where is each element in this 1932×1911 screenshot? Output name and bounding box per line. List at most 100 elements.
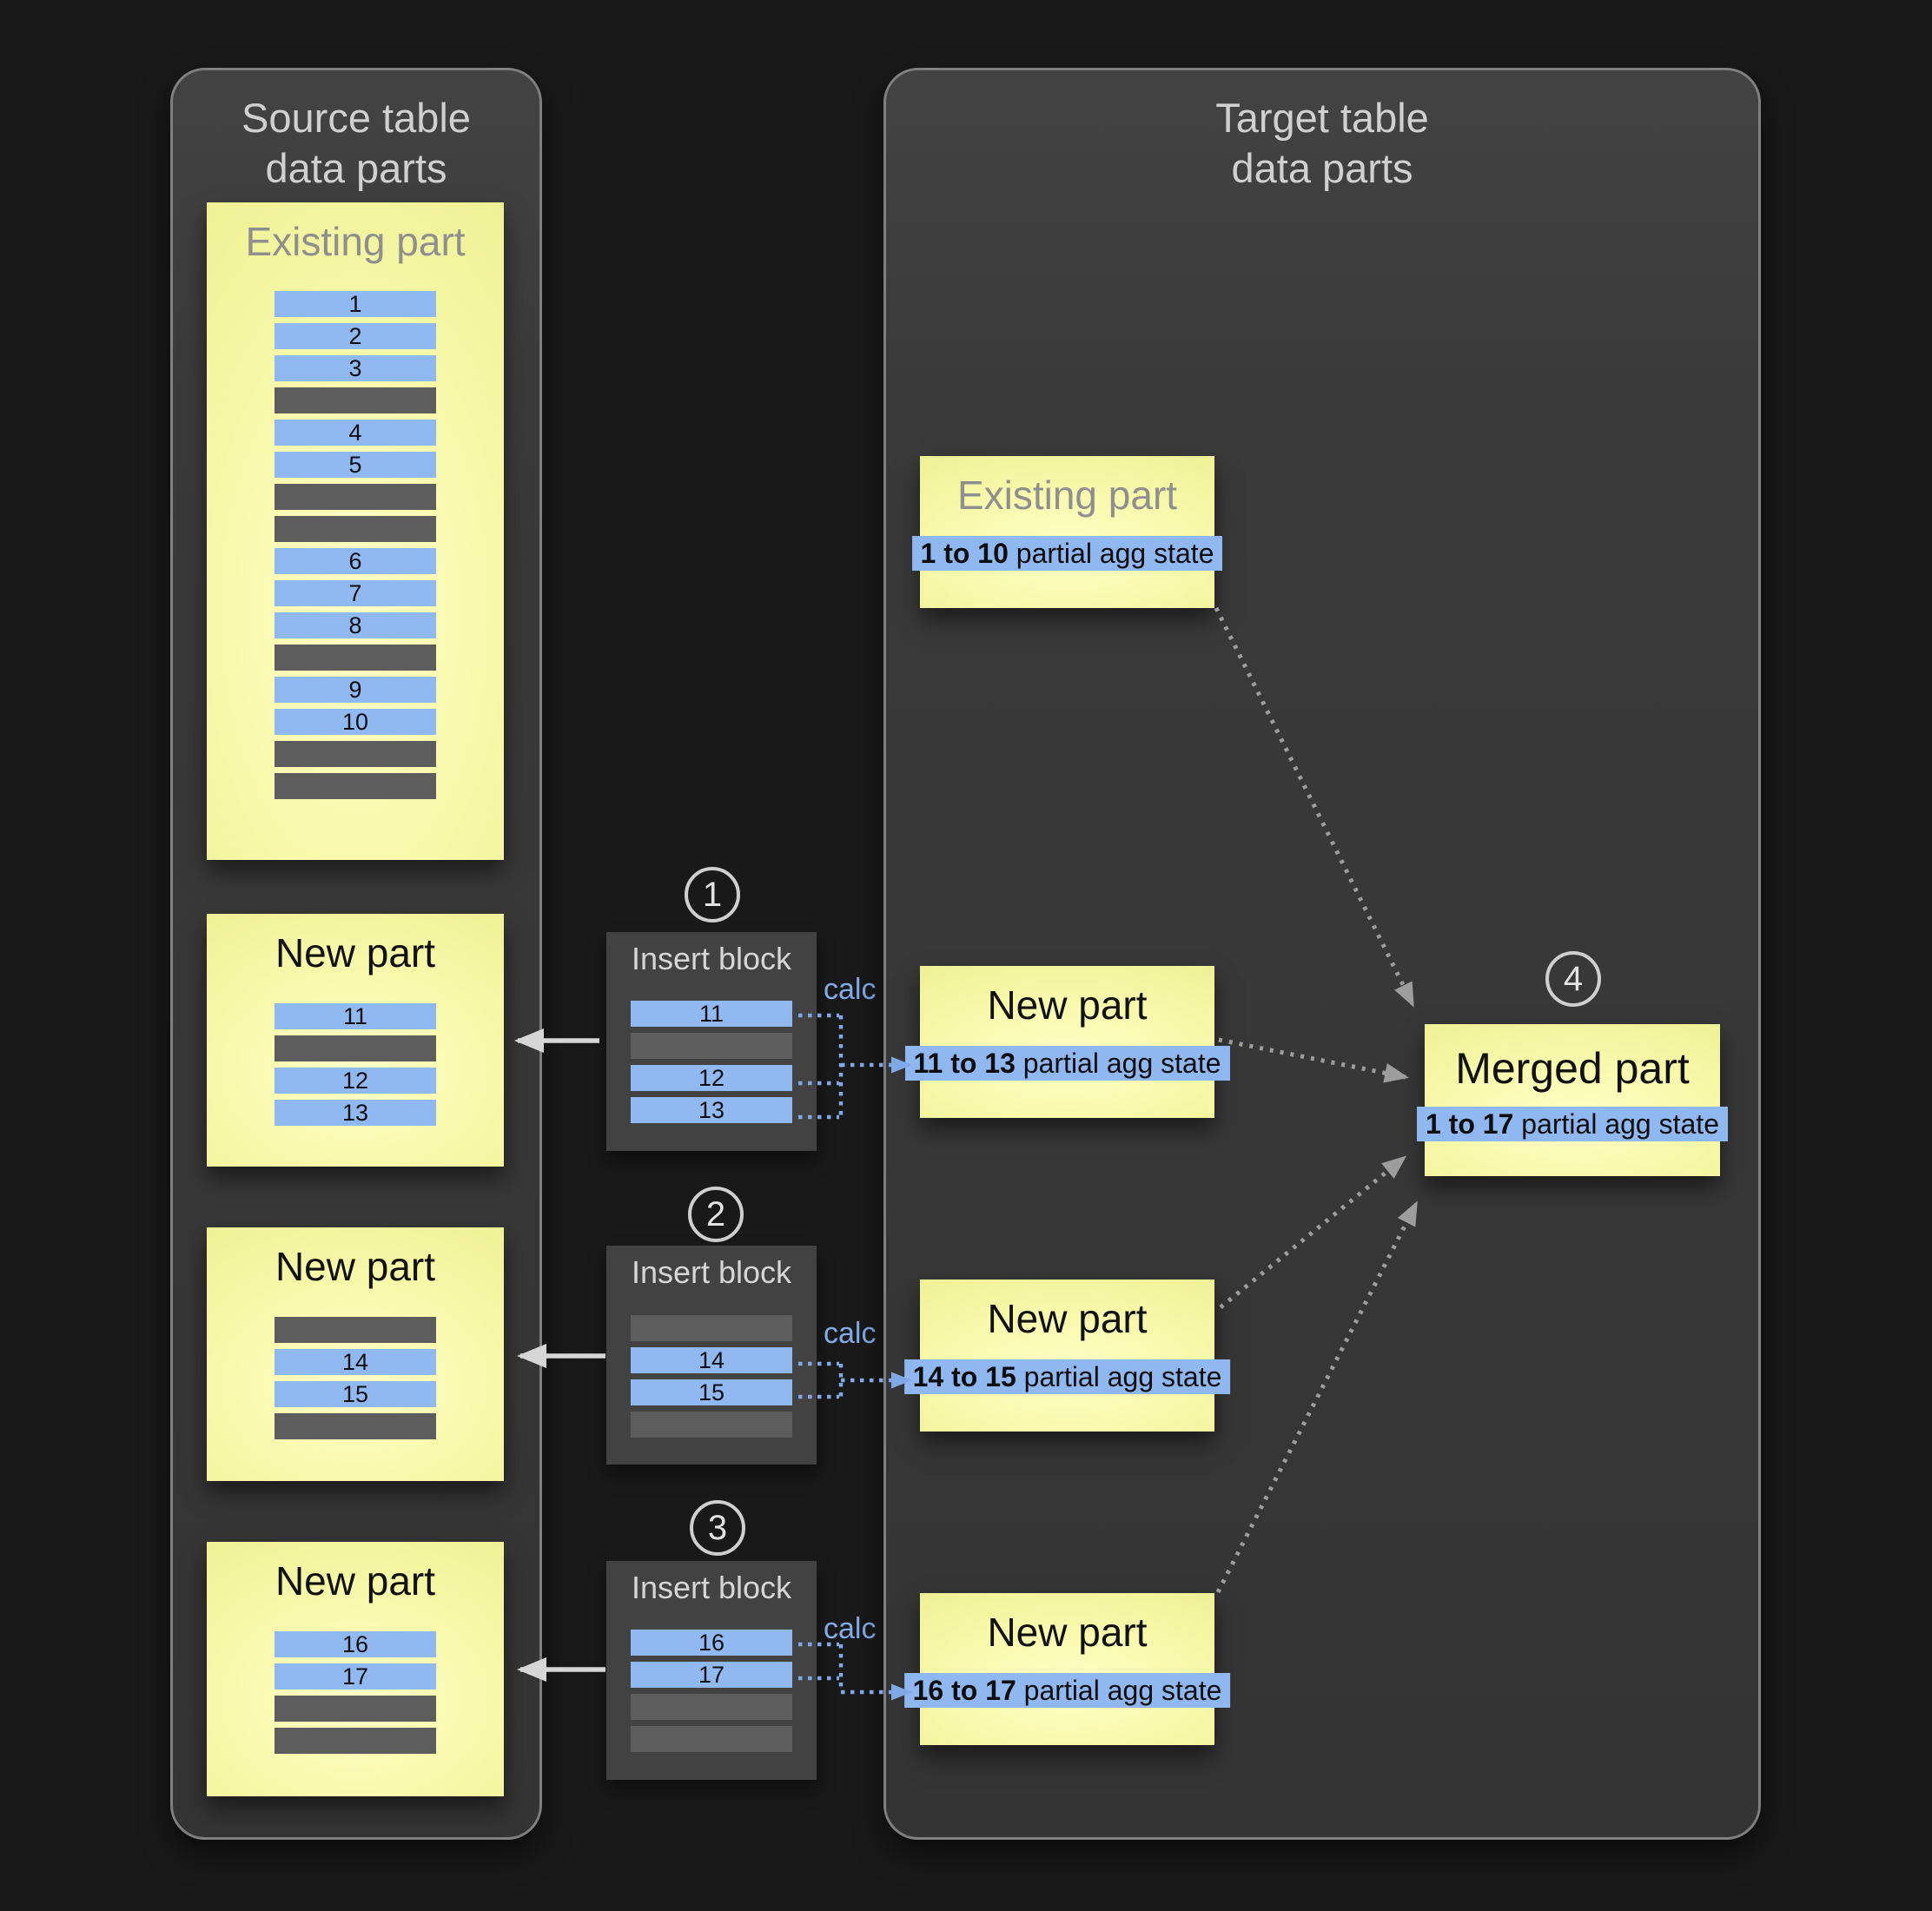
source-panel-title-line1: Source table [242,95,471,141]
source-panel-title: Source table data parts [173,93,539,194]
gap-row [275,1035,436,1061]
gap-row [631,1412,792,1438]
data-row: 10 [275,709,436,735]
data-row: 8 [275,612,436,638]
gap-row [631,1694,792,1720]
data-row: 9 [275,677,436,703]
data-row: 7 [275,580,436,606]
agg-range: 1 to 10 [920,538,1009,569]
step-2-badge: 2 [688,1187,744,1242]
target-new-part-3-agg-state: 16 to 17 partial agg state [903,1673,1231,1708]
agg-suffix: partial agg state [1008,538,1214,569]
target-new-part-2: New part 14 to 15 partial agg state [903,1280,1231,1432]
agg-suffix: partial agg state [1015,1048,1221,1079]
gap-row [631,1033,792,1059]
step-3-badge: 3 [690,1500,745,1556]
source-new-part-1: New part 11 12 13 [207,914,504,1167]
data-row: 13 [631,1097,792,1123]
gap-row [275,516,436,542]
source-new-part-3-title: New part [275,1558,436,1604]
data-row: 4 [275,420,436,446]
merged-part-title: Merged part [1455,1044,1690,1093]
data-row: 1 [275,291,436,317]
data-row: 17 [275,1663,436,1689]
data-row: 12 [631,1065,792,1091]
gap-row [275,1413,436,1439]
calc-label-1: calc [824,973,877,1006]
insert-block-1: Insert block 11 12 13 [606,932,817,1151]
agg-range: 1 to 17 [1426,1108,1514,1140]
data-row: 5 [275,452,436,478]
data-row: 13 [275,1100,436,1126]
gap-row [275,1317,436,1343]
gap-row [275,741,436,767]
gap-row [275,1696,436,1722]
insert-block-1-title: Insert block [631,941,792,976]
target-panel-title: Target table data parts [886,93,1758,194]
data-row: 11 [631,1001,792,1027]
target-existing-part-title: Existing part [956,473,1178,518]
source-new-part-2-title: New part [275,1244,436,1289]
target-existing-part-agg-state: 1 to 10 partial agg state [911,536,1223,571]
gap-row [275,387,436,413]
target-new-part-2-agg-state: 14 to 15 partial agg state [903,1359,1231,1394]
data-row: 14 [275,1349,436,1375]
data-row: 17 [631,1662,792,1688]
agg-suffix: partial agg state [1513,1108,1719,1140]
agg-range: 16 to 17 [912,1675,1016,1706]
target-existing-part: Existing part 1 to 10 partial agg state [911,456,1223,608]
calc-label-2: calc [824,1317,877,1350]
step-1-badge: 1 [685,867,740,922]
gap-row [275,773,436,799]
target-new-part-3: New part 16 to 17 partial agg state [903,1593,1231,1745]
target-new-part-3-title: New part [987,1610,1148,1655]
agg-suffix: partial agg state [1016,1675,1222,1706]
gap-row [275,1728,436,1754]
calc-label-3: calc [824,1612,877,1645]
gap-row [275,645,436,671]
gap-row [275,484,436,510]
merged-part-agg-state: 1 to 17 partial agg state [1417,1107,1728,1141]
target-panel-title-line2: data parts [1231,145,1413,191]
source-existing-part-title: Existing part [245,219,466,264]
data-row: 15 [631,1379,792,1405]
target-new-part-2-title: New part [987,1296,1148,1341]
data-row: 2 [275,323,436,349]
insert-block-2-title: Insert block [631,1254,792,1290]
target-table-panel: Target table data parts [883,68,1761,1840]
agg-suffix: partial agg state [1016,1361,1222,1392]
merged-part: Merged part 1 to 17 partial agg state [1417,1024,1728,1176]
insert-block-3-title: Insert block [631,1570,792,1605]
source-panel-title-line2: data parts [265,145,447,191]
target-panel-title-line1: Target table [1215,95,1429,141]
data-row: 11 [275,1003,436,1029]
data-row: 12 [275,1068,436,1094]
data-row: 3 [275,355,436,381]
data-row: 6 [275,548,436,574]
data-row: 15 [275,1381,436,1407]
data-row: 16 [631,1630,792,1656]
data-row: 16 [275,1631,436,1657]
gap-row [631,1726,792,1752]
insert-block-1-rows: 11 12 13 [631,1001,792,1123]
source-existing-part: Existing part 1 2 3 4 5 6 7 8 9 10 [207,202,504,860]
source-existing-part-rows: 1 2 3 4 5 6 7 8 9 10 [275,291,436,799]
step-4-badge: 4 [1545,951,1601,1007]
target-new-part-1: New part 11 to 13 partial agg state [904,966,1230,1118]
agg-range: 11 to 13 [913,1048,1016,1079]
gap-row [631,1315,792,1341]
target-new-part-1-agg-state: 11 to 13 partial agg state [904,1046,1230,1081]
source-new-part-1-title: New part [275,930,436,975]
data-row: 14 [631,1347,792,1373]
target-new-part-1-title: New part [987,982,1148,1028]
source-new-part-1-rows: 11 12 13 [275,1003,436,1126]
